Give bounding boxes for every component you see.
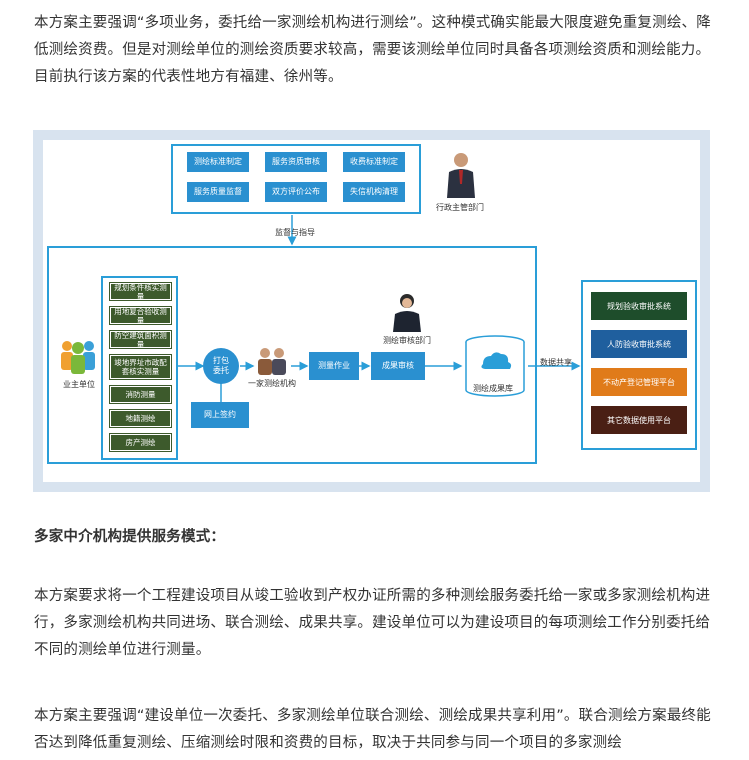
top-item-0: 测绘标准制定 (187, 152, 249, 172)
regulator-frame (171, 144, 421, 214)
body-paragraph-1: 本方案要求将一个工程建设项目从竣工验收到产权办证所需的多种测绘服务委托给一家或多… (34, 588, 711, 658)
online-sign-box: 网上签约 (191, 402, 249, 428)
top-item-2: 收费标准制定 (343, 152, 405, 172)
owner-label: 业主单位 (63, 380, 95, 389)
top-item-5: 失信机构清理 (343, 182, 405, 202)
agency-label: 一家测绘机构 (248, 379, 296, 388)
review-dept-label: 测绘审核部门 (383, 336, 431, 345)
database-label: 测绘成果库 (473, 384, 513, 393)
system-0: 规划验收审批系统 (591, 292, 687, 320)
system-2: 不动产登记管理平台 (591, 368, 687, 396)
system-1: 人防验收审批系统 (591, 330, 687, 358)
systems-frame (581, 280, 697, 450)
survey-item-1: 用地复合验收测量 (109, 306, 172, 325)
system-3: 其它数据使用平台 (591, 406, 687, 434)
survey-item-2: 防空建筑面积测量 (109, 330, 172, 349)
database-icon (465, 335, 525, 397)
workflow-diagram: 测绘标准制定 服务资质审核 收费标准制定 服务质量监督 双方评价公布 失信机构清… (33, 130, 710, 492)
reviewer-person-icon (393, 294, 421, 332)
survey-item-4: 消防测量 (109, 385, 172, 404)
survey-item-6: 房产测绘 (109, 433, 172, 452)
survey-list-frame (101, 276, 178, 460)
top-item-1: 服务资质审核 (265, 152, 327, 172)
survey-item-0: 规划条件核实测量 (109, 282, 172, 301)
pack-delegate-circle: 打包 委托 (203, 348, 239, 384)
review-box: 成果审核 (371, 352, 425, 380)
top-item-4: 双方评价公布 (265, 182, 327, 202)
section-heading: 多家中介机构提供服务模式： (34, 529, 226, 545)
share-label: 数据共享 (540, 358, 572, 367)
top-item-3: 服务质量监督 (187, 182, 249, 202)
intro-paragraph: 本方案主要强调“多项业务，委托给一家测绘机构进行测绘”。这种模式确实能最大限度避… (34, 15, 711, 85)
pack-label: 打包 委托 (213, 356, 229, 375)
body-paragraph-2: 本方案主要强调“建设单位一次委托、多家测绘单位联合测绘、测绘成果共享利用”。联合… (34, 708, 711, 751)
survey-item-5: 地籍测绘 (109, 409, 172, 428)
owner-group-icon (61, 341, 95, 374)
diagram-canvas: 测绘标准制定 服务资质审核 收费标准制定 服务质量监督 双方评价公布 失信机构清… (43, 140, 700, 482)
admin-label: 行政主管部门 (436, 203, 484, 212)
process-frame (47, 246, 537, 464)
supervise-label: 监督与指导 (275, 228, 315, 237)
admin-person-icon (447, 153, 475, 198)
agency-group-icon (258, 348, 286, 375)
work-box: 测量作业 (309, 352, 359, 380)
survey-item-3: 竣地界址市政配套核实测量 (109, 354, 172, 380)
